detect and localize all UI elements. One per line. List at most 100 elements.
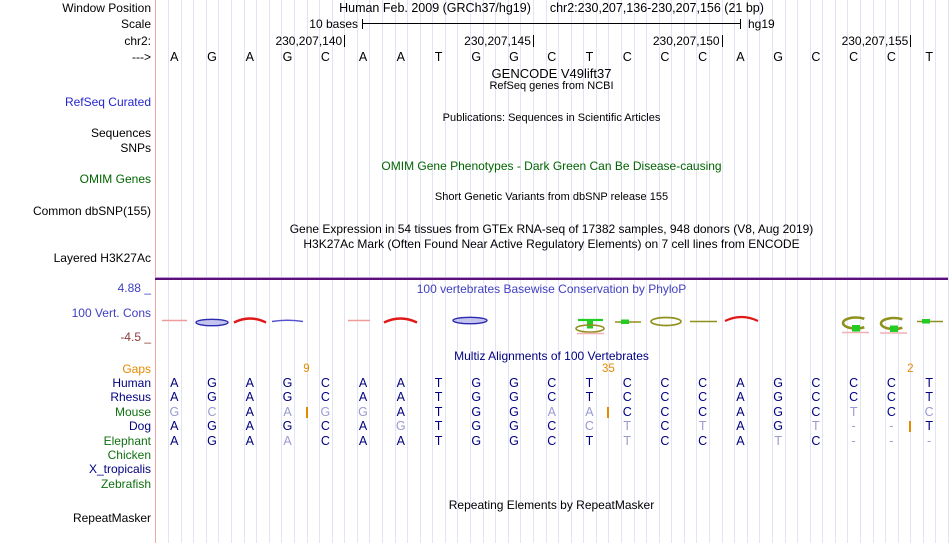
grid-line (444, 0, 446, 543)
grid-line (356, 0, 358, 543)
phylop-mark (621, 319, 629, 324)
grid-line (482, 0, 484, 543)
grid-line (495, 0, 497, 543)
species-label-rhesus: Rhesus (110, 390, 151, 405)
alignment-base: A (396, 404, 405, 419)
grid-line (394, 0, 396, 543)
base-letter: G (471, 50, 482, 64)
alignment-base: A (170, 390, 179, 405)
phylop-mark (233, 317, 267, 324)
gencode-title[interactable]: GENCODE V49lift37 (491, 65, 612, 81)
grid-line (205, 0, 207, 543)
alignment-base: A (358, 433, 368, 448)
track-left-boundary-line (155, 0, 156, 543)
grid-line (231, 0, 232, 543)
alignment-base: C (698, 433, 708, 448)
species-label-human: Human (112, 376, 151, 390)
alignment-base: C (547, 419, 557, 434)
grid-line (306, 0, 308, 543)
alignment-base: C (660, 376, 670, 390)
track-separator-line (155, 278, 948, 280)
alignment-base: C (924, 404, 934, 419)
grid-line (683, 0, 685, 543)
grid-line (268, 0, 270, 543)
grid-line (797, 0, 798, 543)
gtex-title[interactable]: Gene Expression in 54 tissues from GTEx … (289, 221, 814, 236)
track-label-layered-h3k27ac: Layered H3K27Ac (53, 250, 151, 265)
phylop-mark (587, 320, 593, 329)
grid-line (859, 0, 861, 543)
track-label-window-position: Window Position (62, 0, 151, 15)
track-label-4-88-: 4.88 _ (117, 280, 151, 295)
alignment-base: A (358, 390, 368, 405)
grid-line (545, 0, 547, 543)
gap-count-label: 35 (601, 362, 615, 375)
alignment-base: A (396, 390, 405, 405)
alignment-base: C (207, 404, 217, 419)
alignment-base: G (509, 404, 519, 419)
species-label-zebrafish: Zebrafish (100, 476, 151, 491)
alignment-base: A (245, 404, 255, 419)
species-label-dog: Dog (128, 419, 151, 434)
grid-line (646, 0, 648, 543)
repeatmasker-title[interactable]: Repeating Elements by RepeatMasker (448, 497, 655, 512)
alignment-base: G (395, 419, 406, 434)
alignment-base: G (320, 404, 331, 419)
grid-line (218, 0, 220, 543)
phylop-title[interactable]: 100 vertebrates Basewise Conservation by… (416, 281, 687, 296)
multiz-title[interactable]: Multiz Alignments of 100 Vertebrates (454, 348, 649, 363)
alignment-base: C (547, 433, 557, 448)
h3k27ac-title[interactable]: H3K27Ac Mark (Often Found Near Active Re… (303, 236, 800, 251)
grid-line (872, 0, 874, 543)
base-letter: C (849, 50, 859, 64)
scale-value-label: 10 bases (309, 17, 358, 31)
base-letter: C (886, 50, 896, 64)
alignment-base: A (283, 404, 292, 419)
grid-line (243, 0, 245, 543)
grid-line (331, 0, 333, 543)
alignment-base: C (320, 390, 330, 405)
grid-line (759, 0, 761, 543)
alignment-base: G (773, 376, 783, 390)
grid-line (193, 0, 195, 543)
ruler-tick (344, 35, 346, 47)
gap-bar (909, 421, 912, 433)
ruler-tick-label: 230,207,155 (841, 34, 909, 48)
alignment-base: C (698, 404, 708, 419)
alignment-base: G (471, 376, 482, 390)
alignment-base: A (170, 433, 179, 448)
track-label-scale: Scale (120, 16, 151, 31)
base-letter: A (396, 50, 405, 64)
base-letter: T (585, 50, 594, 64)
grid-line (608, 0, 610, 543)
alignment-base: A (245, 433, 255, 448)
alignment-base: G (358, 404, 368, 419)
phylop-mark (650, 316, 682, 327)
publications-title[interactable]: Publications: Sequences in Scientific Ar… (442, 111, 661, 124)
grid-line (746, 0, 748, 543)
region-title: chr2:230,207,136-230,207,156 (21 bp) (549, 1, 764, 15)
assembly-title: Human Feb. 2009 (GRCh37/hg19) (339, 1, 531, 15)
base-letter: C (547, 50, 557, 64)
grid-line (620, 0, 622, 543)
refseq-sub-title[interactable]: RefSeq genes from NCBI (489, 79, 614, 92)
grid-line (847, 0, 849, 543)
omim-title[interactable]: OMIM Gene Phenotypes - Dark Green Can Be… (381, 158, 722, 173)
gap-bar (607, 406, 610, 418)
ruler-tick-label: 230,207,145 (464, 34, 531, 48)
dbsnp-title[interactable]: Short Genetic Variants from dbSNP releas… (434, 190, 669, 203)
base-letter: A (170, 50, 179, 64)
base-letter: T (434, 50, 443, 64)
grid-line (407, 0, 409, 543)
alignment-base: G (282, 376, 293, 390)
grid-line (671, 0, 673, 543)
alignment-base: G (509, 376, 519, 390)
grid-line (658, 0, 660, 543)
grid-line (709, 0, 710, 543)
alignment-base: A (358, 419, 368, 434)
species-label-elephant: Elephant (103, 433, 151, 448)
alignment-base: A (358, 376, 368, 390)
alignment-base: C (584, 419, 594, 434)
alignment-base: A (245, 390, 255, 405)
ruler-tick (910, 35, 912, 47)
